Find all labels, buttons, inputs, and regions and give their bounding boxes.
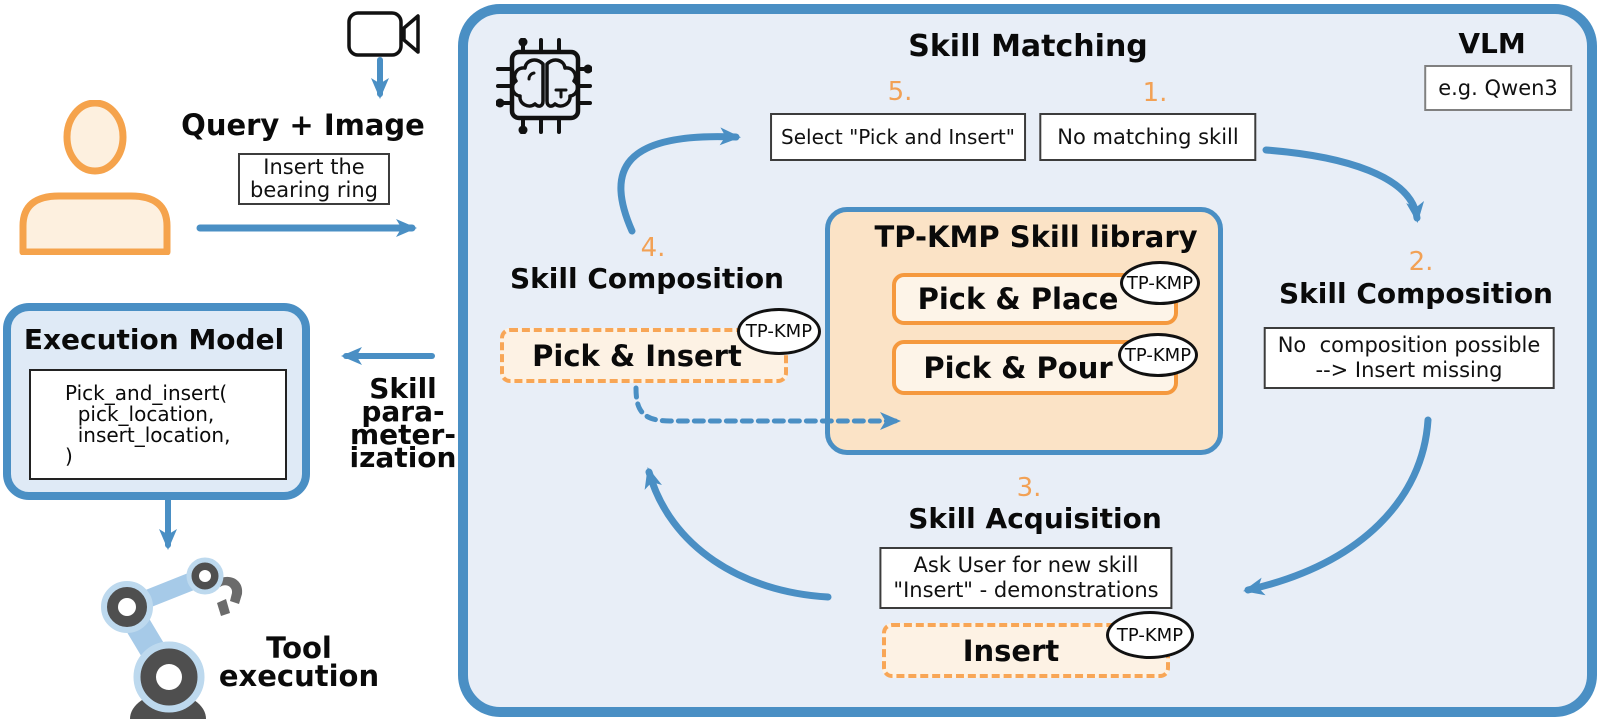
- step-1-number: 1.: [1142, 78, 1168, 108]
- tp-kmp-badge-pick-pour: TP-KMP: [1118, 333, 1198, 377]
- skill-library-panel: [825, 207, 1223, 455]
- tp-kmp-badge-insert: TP-KMP: [1106, 611, 1194, 659]
- skill-library-title: TP-KMP Skill library: [874, 220, 1198, 254]
- skill-composition-left-title: Skill Composition: [510, 262, 784, 295]
- user-icon: [19, 100, 171, 255]
- code-line-2: pick_location,: [65, 402, 215, 426]
- vlm-title: VLM: [1458, 27, 1526, 60]
- execution-code-box: Pick_and_insert( pick_location, insert_l…: [29, 369, 287, 480]
- video-camera-icon: [347, 11, 420, 57]
- step-5-number: 5.: [887, 77, 913, 107]
- ai-chip-icon: [496, 38, 592, 134]
- step-4-number: 4.: [640, 233, 666, 263]
- no-composition-box: No composition possible --> Insert missi…: [1263, 327, 1555, 389]
- ask-user-box: Ask User for new skill "Insert" - demons…: [879, 547, 1173, 609]
- skill-acquisition-title: Skill Acquisition: [908, 502, 1162, 535]
- tp-kmp-badge-pick-insert: TP-KMP: [737, 308, 821, 355]
- query-line-1: Insert the: [263, 155, 365, 179]
- code-line-3: insert_location,: [65, 423, 231, 447]
- skill-parameterization-label: Skill para- meter- ization: [349, 372, 457, 474]
- step-3-number: 3.: [1016, 473, 1042, 503]
- skill-composition-right-title: Skill Composition: [1279, 277, 1553, 310]
- code-line-4: ): [65, 444, 73, 468]
- select-pick-insert-box: Select "Pick and Insert": [770, 113, 1026, 161]
- tool-execution-label: Tool execution: [218, 631, 380, 693]
- vlm-example-box: e.g. Qwen3: [1424, 65, 1572, 111]
- skill-matching-title: Skill Matching: [908, 29, 1148, 64]
- execution-model-title: Execution Model: [23, 323, 285, 356]
- robot-arm-icon: [101, 557, 243, 719]
- tp-kmp-badge-pick-place: TP-KMP: [1120, 261, 1200, 305]
- query-image-title: Query + Image: [181, 108, 425, 142]
- step-2-number: 2.: [1408, 247, 1434, 277]
- brain-glyph: [510, 58, 580, 108]
- query-text-box: Insert the bearing ring: [237, 153, 391, 205]
- skill-pick-insert: Pick & Insert: [500, 328, 788, 383]
- code-line-1: Pick_and_insert(: [65, 381, 228, 405]
- gripper: [216, 576, 243, 604]
- no-matching-skill-box: No matching skill: [1039, 113, 1257, 161]
- query-line-2: bearing ring: [249, 178, 379, 202]
